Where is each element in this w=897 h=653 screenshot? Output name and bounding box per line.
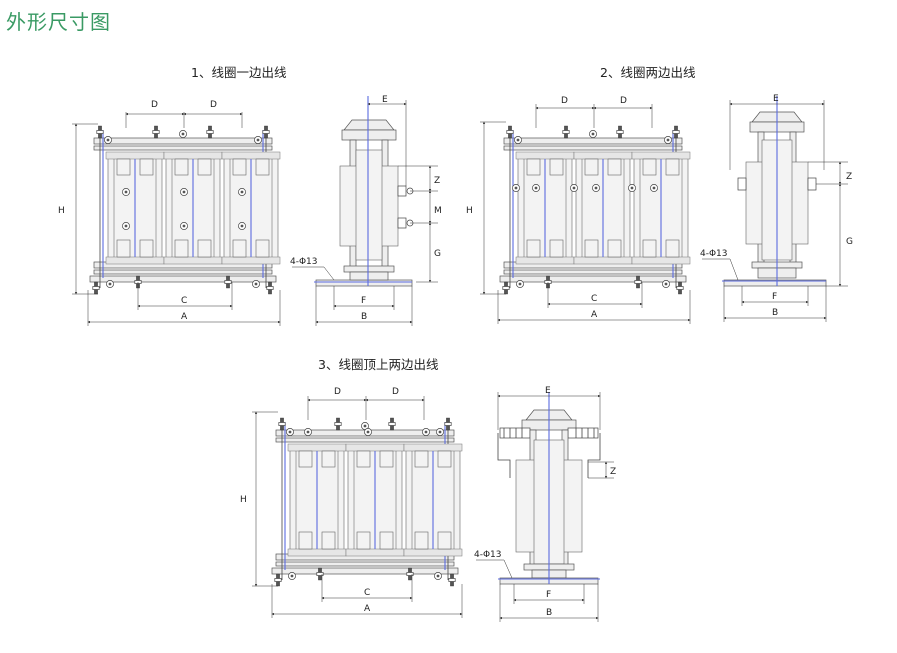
fig3-holes-label: 4-Φ13 (474, 550, 502, 560)
fig2-dim-c: C (591, 294, 597, 304)
figure-1-side-view (314, 96, 414, 287)
fig1-dim-h: H (58, 206, 65, 216)
fig3-dim-f: F (546, 590, 551, 600)
fig1-dim-c: C (181, 296, 187, 306)
figure-1-caption: 1、线圈一边出线 (191, 65, 287, 80)
fig2-holes-label: 4-Φ13 (700, 249, 728, 259)
figure-2-side-dimensions: E Z G 4-Φ13 F B (700, 94, 853, 322)
figure-1-front-view (90, 126, 280, 294)
page-title: 外形尺寸图 (6, 10, 111, 34)
figure-3-front-dimensions: D D H C A (240, 387, 463, 618)
figure-3-side-dimensions: E Z 4-Φ13 F B (474, 386, 616, 622)
figure-3-front-view (272, 418, 462, 586)
figure-3-side-view (497, 392, 601, 585)
fig2-dim-g: G (846, 237, 853, 247)
fig2-dim-d1: D (561, 96, 568, 106)
fig3-dim-d2: D (392, 387, 399, 397)
fig2-dim-f: F (772, 292, 777, 302)
fig1-dim-e: E (382, 95, 388, 105)
fig3-dim-h: H (240, 495, 247, 505)
fig1-dim-f: F (361, 296, 366, 306)
fig1-dim-a: A (181, 312, 188, 322)
fig2-dim-e: E (773, 94, 779, 104)
figure-2-front-dimensions: D D H C A (466, 96, 691, 324)
fig1-dim-b: B (361, 312, 367, 322)
fig1-dim-d2: D (210, 100, 217, 110)
figure-1-side-dimensions: E Z M G 4-Φ13 F B (290, 95, 442, 326)
figure-2-front-view (500, 126, 690, 294)
fig3-dim-c: C (364, 588, 370, 598)
figure-1-front-dimensions: D D H C A (58, 100, 281, 326)
fig2-dim-d2: D (620, 96, 627, 106)
fig3-dim-a: A (364, 604, 371, 614)
fig1-dim-m: M (434, 206, 442, 216)
fig1-dim-d1: D (151, 100, 158, 110)
fig3-dim-d1: D (334, 387, 341, 397)
fig3-dim-b: B (546, 608, 552, 618)
figure-3-caption: 3、线圈顶上两边出线 (318, 357, 439, 372)
fig3-dim-z: Z (610, 467, 616, 477)
fig2-dim-z: Z (846, 172, 852, 182)
fig1-dim-z: Z (434, 176, 440, 186)
fig1-dim-g: G (434, 249, 441, 259)
figure-2-caption: 2、线圈两边出线 (600, 65, 696, 80)
figure-2-side-view (722, 96, 827, 287)
fig2-dim-a: A (591, 310, 598, 320)
fig3-dim-e: E (545, 386, 551, 396)
fig1-holes-label: 4-Φ13 (290, 257, 318, 267)
fig2-dim-b: B (772, 308, 778, 318)
fig2-dim-h: H (466, 206, 473, 216)
